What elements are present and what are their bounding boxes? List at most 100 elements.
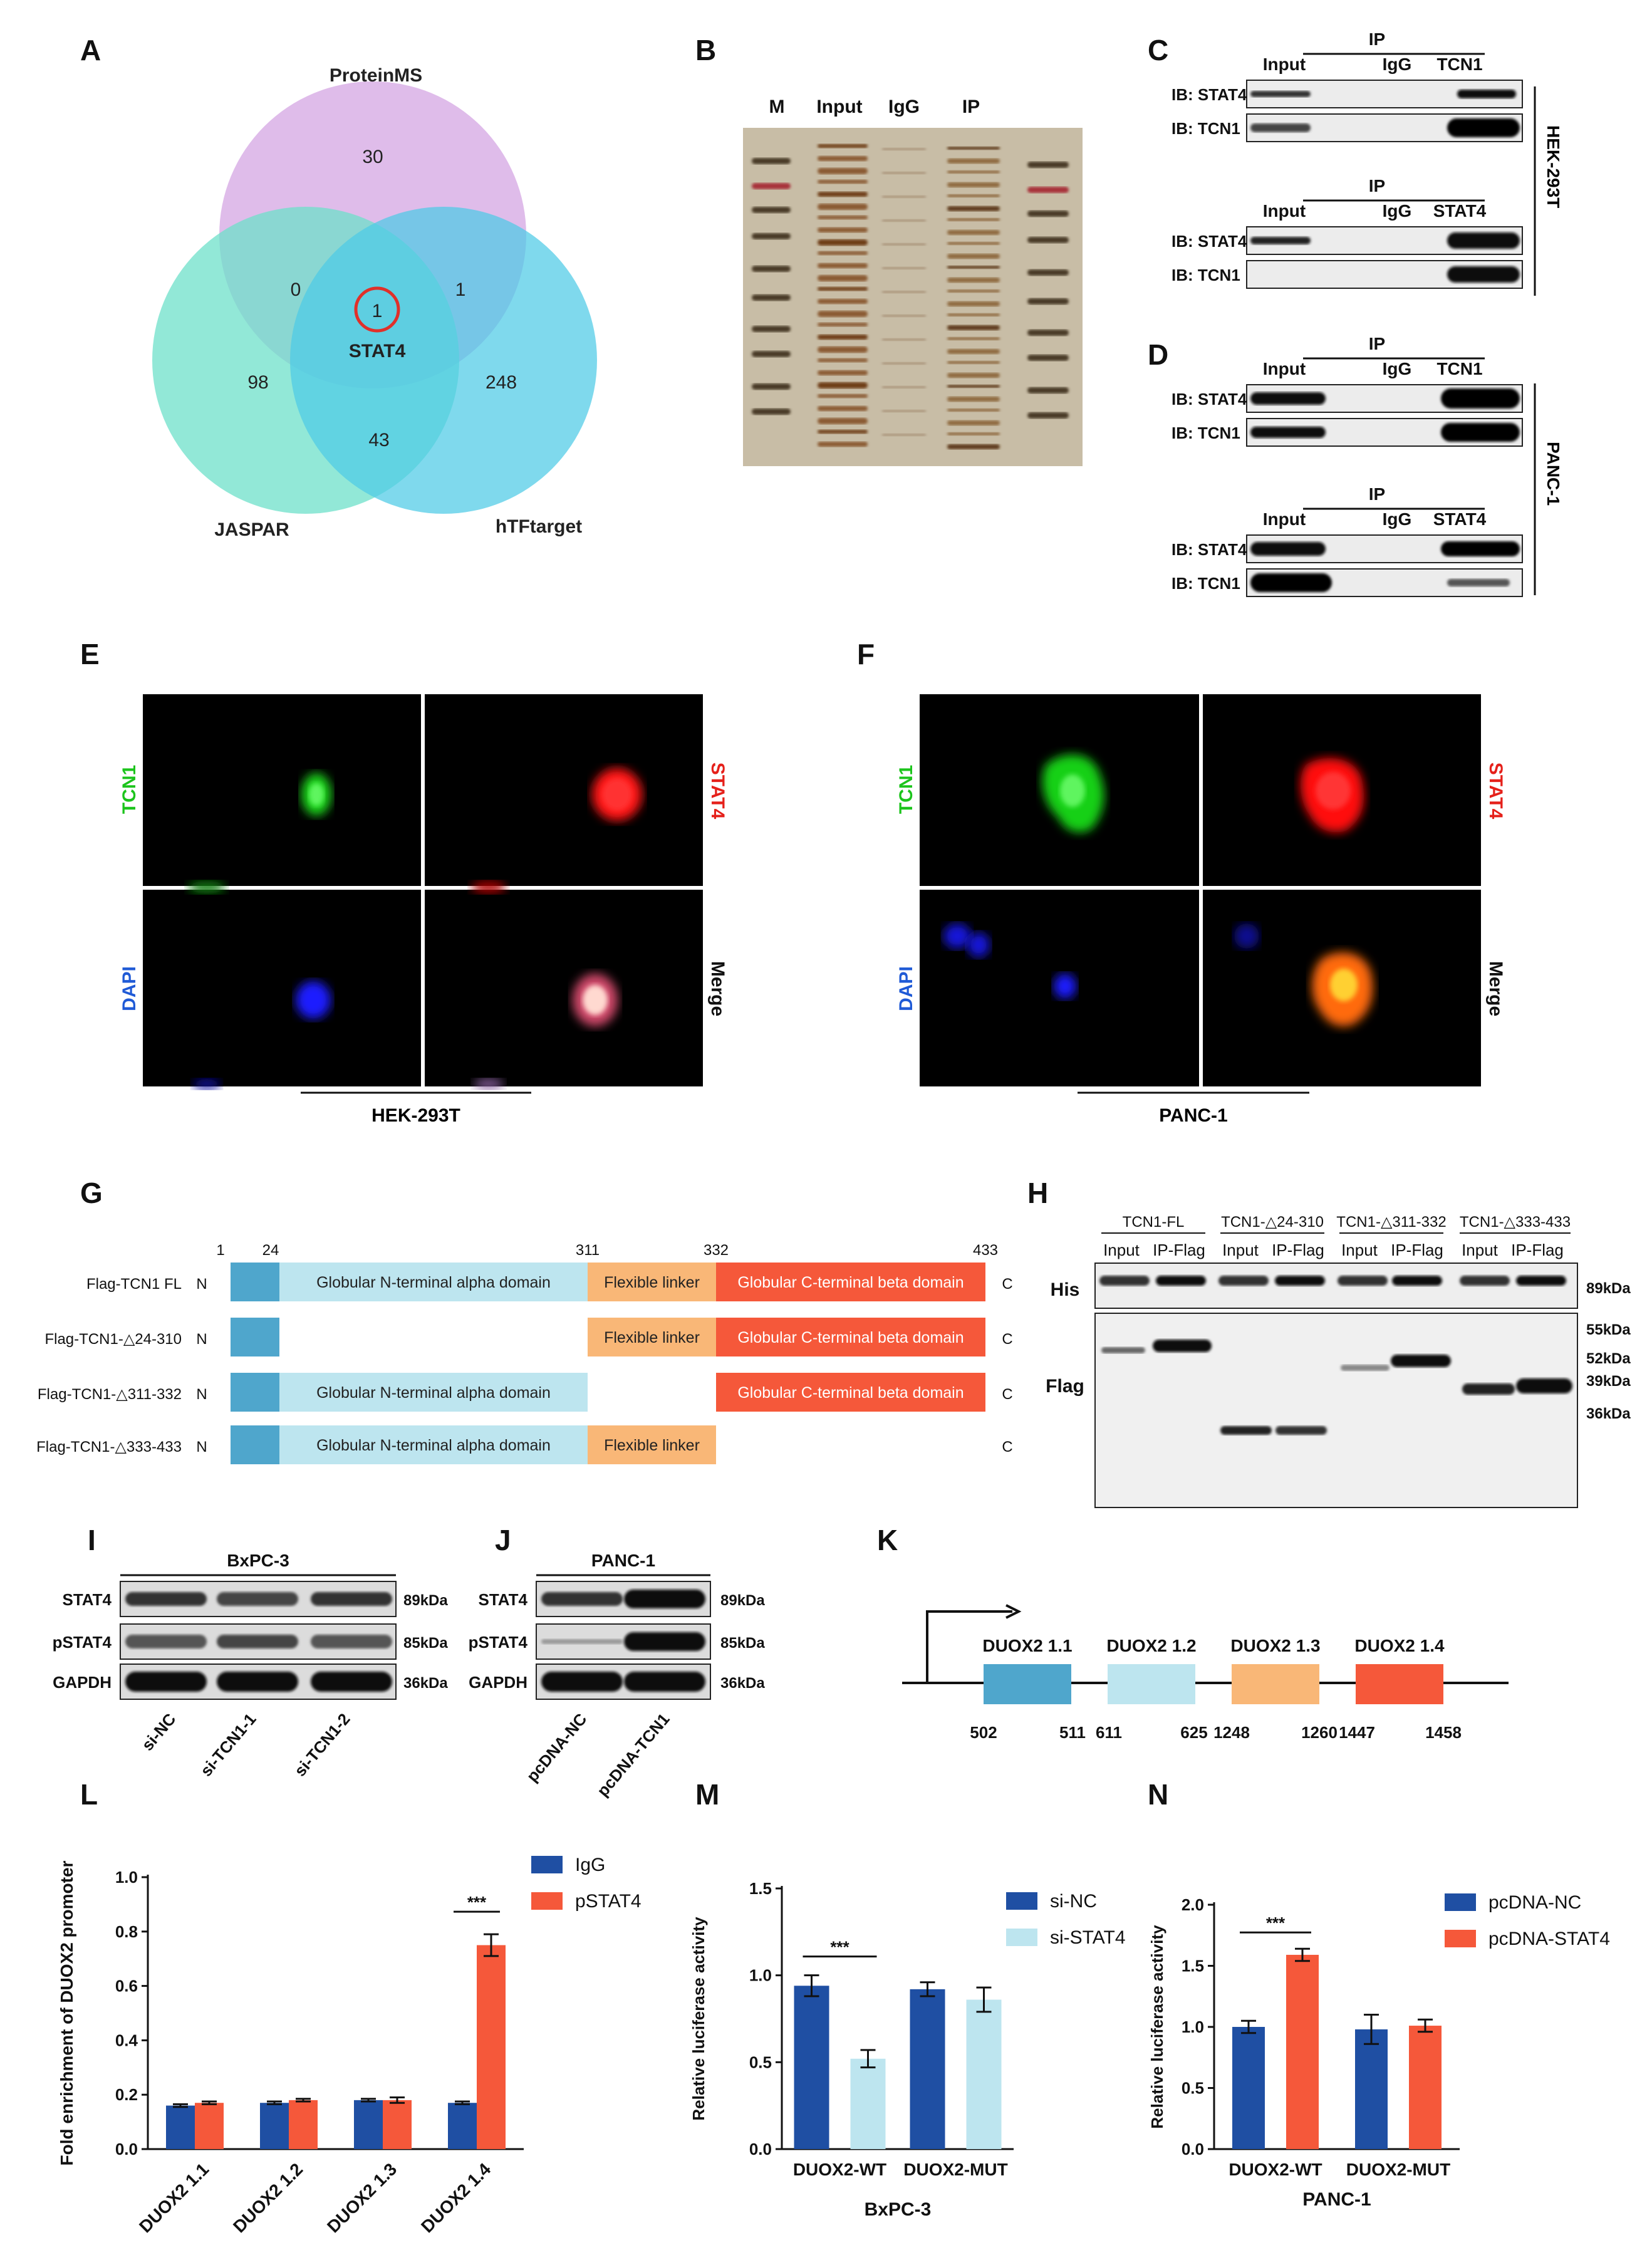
gel-ip-band xyxy=(947,325,1000,330)
coip-hek-tcn1-igg-header: IgG xyxy=(1383,55,1412,74)
chart-l-y-tick-label: 0.8 xyxy=(115,1922,138,1941)
blot-h-his-band xyxy=(1156,1276,1206,1286)
coip-panc-tcn1-row-label: IB: STAT4 xyxy=(1171,390,1247,409)
gel-igg-band xyxy=(882,195,926,198)
chart-l-bar xyxy=(448,2103,477,2149)
blot-h-flag-band xyxy=(1153,1340,1212,1352)
if-e-merge-image xyxy=(425,890,703,1086)
coip-hek-stat4-igg-header: IgG xyxy=(1383,201,1412,221)
chart-l-x-tick-label: DUOX2 1.1 xyxy=(135,2159,212,2236)
promoter-site-label: DUOX2 1.3 xyxy=(1230,1636,1320,1655)
blot-h-flag-label: Flag xyxy=(1046,1376,1084,1397)
gel-ip-band xyxy=(947,385,1000,388)
domain-segment-linker xyxy=(588,1425,716,1464)
panel-letter-c: C xyxy=(1148,34,1168,66)
chart-l-y-tick-label: 0.6 xyxy=(115,1977,138,1996)
domain-tick-label: 311 xyxy=(576,1242,600,1259)
chart-l-legend-label: pSTAT4 xyxy=(575,1891,642,1912)
gel-ladder-band xyxy=(1027,162,1069,168)
coip-hek-stat4-band xyxy=(1447,266,1520,283)
blot-h-group-label: TCN1-△333-433 xyxy=(1460,1214,1571,1231)
domain-segment-label: Globular N-terminal alpha domain xyxy=(316,1274,551,1291)
gel-input-band xyxy=(818,299,868,304)
blot-h-group-label: TCN1-FL xyxy=(1123,1214,1185,1231)
gel-ladder-band xyxy=(752,351,791,357)
blot-h-flag-band xyxy=(1391,1355,1451,1367)
gel-input-band xyxy=(818,263,868,268)
coip-hek-tcn1-row-label: IB: TCN1 xyxy=(1171,119,1240,138)
blot-h-kda-label: 55kDa xyxy=(1586,1321,1631,1338)
blot-j-lane-label: pcDNA-TCN1 xyxy=(593,1710,673,1800)
coip-panc-tcn1-ip-header: IP xyxy=(1369,334,1385,353)
domain-tick-label: 24 xyxy=(262,1242,279,1259)
chart-n-bar xyxy=(1232,2027,1265,2149)
venn-label-proteinms: ProteinMS xyxy=(330,65,422,86)
promoter-position-label: 1447 xyxy=(1339,1723,1375,1742)
chart-n-y-axis-label: Relative luciferase activity xyxy=(1148,1925,1166,2129)
blot-j-lane-label: pcDNA-NC xyxy=(522,1709,591,1785)
coip-hek-tcn1-input-header: Input xyxy=(1263,55,1306,74)
blot-j-band xyxy=(624,1590,705,1608)
domain-segment-start xyxy=(231,1373,279,1412)
gel-input-band xyxy=(818,323,868,326)
domain-segment-label: Globular N-terminal alpha domain xyxy=(316,1437,551,1454)
gel-input-band xyxy=(818,287,868,291)
domain-segment-start xyxy=(231,1318,279,1356)
blot-h-kda-label: 52kDa xyxy=(1586,1350,1631,1367)
domain-segment-beta xyxy=(716,1373,985,1412)
venn-highlight-circle xyxy=(354,286,400,333)
chart-l-bar xyxy=(260,2103,289,2149)
gel-ip-band xyxy=(947,301,1000,306)
blot-h-lane-label: IP-Flag xyxy=(1511,1241,1564,1259)
blot-i-row-label: STAT4 xyxy=(63,1590,112,1609)
venn-label-htftarget: hTFtarget xyxy=(496,516,582,537)
chart-l-y-tick-label: 0.4 xyxy=(115,2031,138,2049)
chart-n-x-tick-label: DUOX2-WT xyxy=(1229,2160,1322,2179)
gel-input-band xyxy=(818,430,868,434)
promoter-position-label: 625 xyxy=(1180,1723,1207,1742)
coip-hek-tcn1-band xyxy=(1250,91,1311,97)
gel-ladder-band xyxy=(1027,269,1069,276)
chart-m-y-tick-label: 1.0 xyxy=(749,1966,772,1985)
gel-ip-band xyxy=(947,147,1000,150)
chart-n-legend-label: pcDNA-STAT4 xyxy=(1488,1929,1610,1949)
blot-h-his-band xyxy=(1392,1276,1442,1286)
domain-n-terminus: N xyxy=(196,1386,207,1403)
gel-igg-band xyxy=(882,172,926,174)
blot-j-row-label: pSTAT4 xyxy=(469,1633,528,1652)
gel-igg-band xyxy=(882,219,926,222)
gel-ladder-band xyxy=(752,326,791,332)
chart-m-x-tick-label: DUOX2-MUT xyxy=(903,2160,1007,2179)
venn-count-pm-htf: 1 xyxy=(455,279,466,300)
coip-panc-tcn1-input-header: Input xyxy=(1263,359,1306,378)
blot-i-band xyxy=(217,1672,298,1692)
coip-hek-tcn1-band xyxy=(1447,118,1520,137)
blot-i-band xyxy=(311,1635,392,1648)
gel-lane-label-igg: IgG xyxy=(888,96,920,117)
blot-j-row-label: GAPDH xyxy=(469,1673,527,1692)
venn-count-jaspar: 98 xyxy=(247,372,268,393)
gel-igg-band xyxy=(882,267,926,269)
domain-segment-label: Globular N-terminal alpha domain xyxy=(316,1384,551,1402)
chart-m-bar xyxy=(910,1989,945,2149)
if-f-dapi-label: DAPI xyxy=(896,966,917,1011)
chart-l-legend-swatch xyxy=(531,1892,563,1910)
chart-n-y-tick-label: 0.0 xyxy=(1182,2140,1204,2158)
promoter-position-label: 511 xyxy=(1059,1723,1086,1742)
gel-input-band xyxy=(818,358,868,362)
blot-h-flag-band xyxy=(1275,1426,1327,1435)
gel-ip-band xyxy=(947,373,1000,378)
coip-panc-stat4-band xyxy=(1447,579,1510,586)
if-f-dapi-nucleus-2 xyxy=(1054,974,1076,999)
blot-i-row-label: pSTAT4 xyxy=(53,1633,112,1652)
coip-hek-tcn1-row-label: IB: STAT4 xyxy=(1171,85,1247,104)
gel-input-band xyxy=(818,251,868,255)
gel-igg-band xyxy=(882,315,926,317)
gel-input-band xyxy=(818,204,868,210)
venn-circle-htftarget xyxy=(290,207,597,514)
chart-l-y-tick-label: 0.0 xyxy=(115,2140,138,2158)
coip-panc-stat4-row-label: IB: STAT4 xyxy=(1171,540,1247,559)
gel-ip-band xyxy=(947,313,1000,316)
